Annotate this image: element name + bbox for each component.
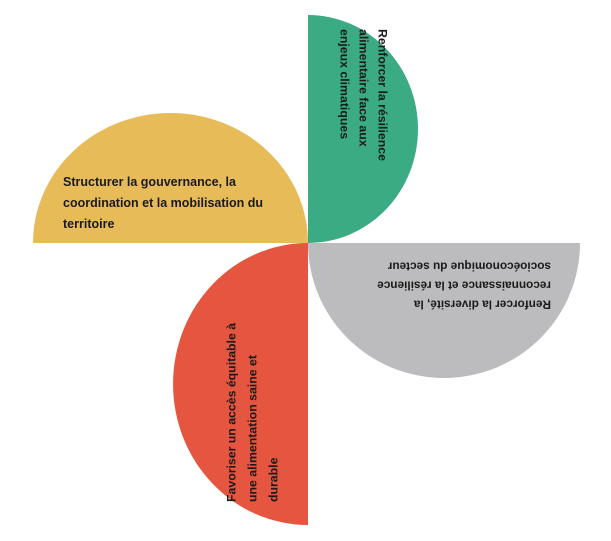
petal-red-line: Favoriser un accès équitable à (224, 322, 239, 502)
petal-grey-line: socioéconomique du secteur (387, 259, 551, 274)
petal-red-line: une alimentation saine et (245, 355, 260, 502)
petal-grey-line: Renforcer la diversité, la (413, 297, 551, 312)
petal-grey-shape (308, 243, 580, 378)
petal-food-access: Favoriser un accès équitable à une alime… (173, 243, 308, 525)
petal-red-fill (173, 243, 308, 525)
petal-yellow-line: coordination et la mobilisation du (63, 196, 264, 210)
petal-green-shape (308, 15, 418, 243)
petal-yellow-fill (33, 113, 308, 243)
petal-yellow-shape (33, 113, 308, 243)
petal-yellow-line: territoire (63, 217, 115, 231)
petal-yellow-label: Structurer la gouvernance, la coordinati… (63, 172, 263, 235)
petal-green-line: enjeux climatiques (337, 29, 352, 140)
petal-climate-resilience: Renforcer la résilience alimentaire face… (308, 15, 418, 243)
petal-red-shape (173, 243, 308, 525)
petal-red-label: Favoriser un accès équitable à une alime… (222, 272, 285, 502)
petal-green-fill (308, 15, 418, 243)
petal-red-line: durable (266, 457, 281, 502)
petal-grey-line: reconnaissance et la résilience (377, 278, 551, 293)
petal-yellow-line: Structurer la gouvernance, la (63, 175, 236, 189)
petal-grey-fill (308, 243, 580, 378)
petal-grey-label: Renforcer la diversité, la reconnaissanc… (341, 257, 551, 314)
petal-governance: Structurer la gouvernance, la coordinati… (33, 113, 308, 243)
petal-socioeconomic: Renforcer la diversité, la reconnaissanc… (308, 243, 580, 378)
petal-green-label: Renforcer la résilience alimentaire face… (335, 29, 392, 229)
petal-green-line: Renforcer la résilience (375, 29, 390, 161)
petal-green-line: alimentaire face aux (356, 29, 371, 147)
